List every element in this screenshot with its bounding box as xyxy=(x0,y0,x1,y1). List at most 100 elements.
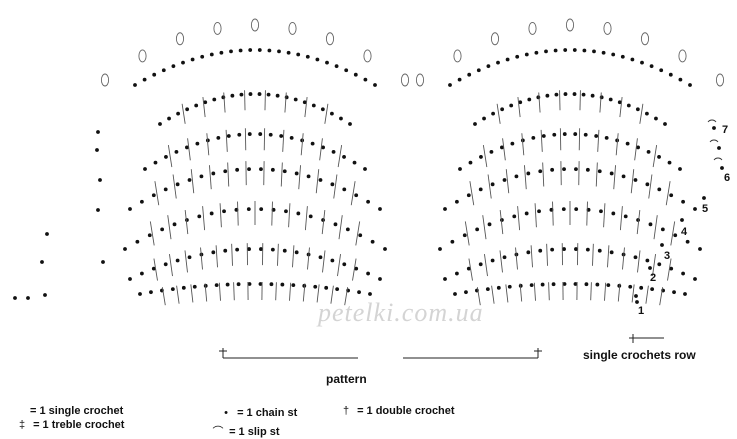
stitch-129 xyxy=(155,181,159,205)
stitch-468 xyxy=(621,55,625,59)
stitch-388 xyxy=(552,133,556,137)
stitch-311 xyxy=(450,240,454,244)
stitch-409 xyxy=(635,138,638,160)
stitch-404 xyxy=(541,130,542,152)
stitch-143 xyxy=(164,155,168,159)
stitch-469 xyxy=(631,58,635,62)
stitch-210 xyxy=(364,50,371,62)
stitch-481 xyxy=(96,208,100,212)
stitch-450 xyxy=(448,83,452,87)
stitch-379 xyxy=(458,167,462,171)
stitch-44 xyxy=(223,249,227,253)
stitch-69 xyxy=(323,250,326,272)
stitch-23 xyxy=(177,286,179,304)
stitch-440 xyxy=(640,104,643,124)
stitch-206 xyxy=(214,22,221,34)
stitch-312 xyxy=(463,233,467,237)
stitch-470 xyxy=(640,61,644,65)
stitch-281 xyxy=(526,250,530,254)
stitch-330 xyxy=(686,240,690,244)
stitch-75 xyxy=(160,228,164,232)
stitch-112 xyxy=(188,178,192,182)
stitch-250 xyxy=(585,282,589,286)
stitch-288 xyxy=(610,250,614,254)
chart-stitches xyxy=(13,19,724,305)
stitch-305 xyxy=(608,245,609,267)
stitch-203 xyxy=(101,74,108,86)
stitch-196 xyxy=(203,97,205,117)
stitch-204 xyxy=(139,50,146,62)
stitch-159 xyxy=(332,150,336,154)
stitch-36 xyxy=(128,277,132,281)
stitch-21 xyxy=(368,292,372,296)
stitch-465 xyxy=(592,50,596,54)
stitch-130 xyxy=(173,175,176,199)
stitch-90 xyxy=(346,228,350,232)
stitch-480 xyxy=(45,232,49,236)
stitch-228 xyxy=(287,51,291,55)
stitch-327 xyxy=(649,222,653,226)
stitch-454 xyxy=(487,64,491,68)
stitch-50 xyxy=(295,250,299,254)
stitch-360 xyxy=(622,174,626,178)
stitch-61 xyxy=(201,248,203,270)
stitch-318 xyxy=(537,209,541,213)
stitch-419 xyxy=(545,94,549,98)
stitch-172 xyxy=(338,145,341,167)
stitch-93 xyxy=(383,247,387,251)
stitch-381 xyxy=(479,155,483,159)
stitch-495 xyxy=(648,266,652,270)
stitch-447 xyxy=(641,33,648,45)
stitch-214 xyxy=(152,73,156,77)
stitch-182 xyxy=(240,93,244,97)
stitch-355 xyxy=(562,167,566,171)
row-number-2: 2 xyxy=(650,272,656,284)
stitch-443 xyxy=(491,33,498,45)
stitch-431 xyxy=(654,117,658,121)
stitch-491 xyxy=(720,166,724,170)
stitch-472 xyxy=(659,68,663,72)
stitch-148 xyxy=(216,136,220,140)
stitch-340 xyxy=(604,203,605,227)
legend-treble-crochet: ‡ = 1 treble crochet xyxy=(14,419,124,431)
stitch-359 xyxy=(610,172,614,176)
stitch-337 xyxy=(553,202,554,226)
stitch-286 xyxy=(586,248,590,252)
row-number-1: 1 xyxy=(638,305,644,317)
stitch-209 xyxy=(326,33,333,45)
stitch-374 xyxy=(596,163,597,187)
stitch-127 xyxy=(366,200,370,204)
stitch-329 xyxy=(673,233,677,237)
stitch-200 xyxy=(285,93,286,113)
stitch-239 xyxy=(464,290,468,294)
stitch-63 xyxy=(232,244,233,266)
stitch-449 xyxy=(716,74,723,86)
stitch-60 xyxy=(185,250,188,272)
stitch-155 xyxy=(290,136,294,140)
stitch-24 xyxy=(191,284,193,302)
stitch-226 xyxy=(268,49,272,53)
stitch-237 xyxy=(373,83,377,87)
stitch-407 xyxy=(598,130,599,152)
stitch-104 xyxy=(322,210,325,234)
stitch-402 xyxy=(503,138,506,160)
stitch-224 xyxy=(248,48,252,52)
stitch-243 xyxy=(508,285,512,289)
stitch-292 xyxy=(657,262,661,266)
stitch-389 xyxy=(563,132,567,136)
stitch-94 xyxy=(150,221,154,245)
stitch-370 xyxy=(524,165,526,189)
stitch-20 xyxy=(357,290,361,294)
stitch-17 xyxy=(324,286,328,290)
stitch-188 xyxy=(294,98,298,102)
stitch-80 xyxy=(222,209,226,213)
stitch-415 xyxy=(509,104,513,108)
stitch-96 xyxy=(185,210,188,234)
stitch-236 xyxy=(364,78,368,82)
stitch-232 xyxy=(325,61,329,65)
chain-st-symbol: • xyxy=(218,407,234,419)
stitch-98 xyxy=(220,203,221,227)
slip-st-symbol: ⌒ xyxy=(210,423,226,439)
stitch-213 xyxy=(143,78,147,82)
stitch-457 xyxy=(515,55,519,59)
